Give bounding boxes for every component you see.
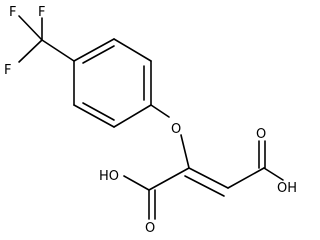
bond-right-acid-hydroxyl [263,167,284,181]
fluorine-label-left: F [4,63,11,78]
ring-bond-5 [73,104,115,128]
ether-oxygen-label: O [171,122,181,137]
bond-cf3-ring [41,39,75,62]
fluorine-label-top-left: F [9,5,16,20]
fluorine-label-top-right: F [38,5,45,20]
bond-alkene-left-acid [148,167,190,191]
right-acid-hydroxyl-label: OH [277,181,297,196]
right-acid-carbonyl-oxygen-label: O [256,127,266,142]
bond-ring-oxygen [150,104,170,118]
ring-bond-4 [113,104,152,128]
bond-c-f-top-left [18,15,43,41]
ring-inner-double-3 [82,102,115,121]
ring-bond-2 [113,38,152,62]
alkene-bond-main [188,167,229,189]
structure-drawing: F F F O HO O O OH [4,5,297,236]
alkene-bond-second [184,175,225,197]
left-acid-hydroxyl-label: HO [99,169,119,184]
bond-left-acid-hydroxyl [123,175,150,191]
ring-inner-double-1 [82,45,115,64]
bond-alkene-right-acid [227,167,265,189]
bond-oxygen-alkene [180,134,190,169]
ring-bond-1 [73,38,115,62]
left-acid-carbonyl-oxygen-label: O [145,221,155,236]
bond-c-f-left [18,39,43,63]
